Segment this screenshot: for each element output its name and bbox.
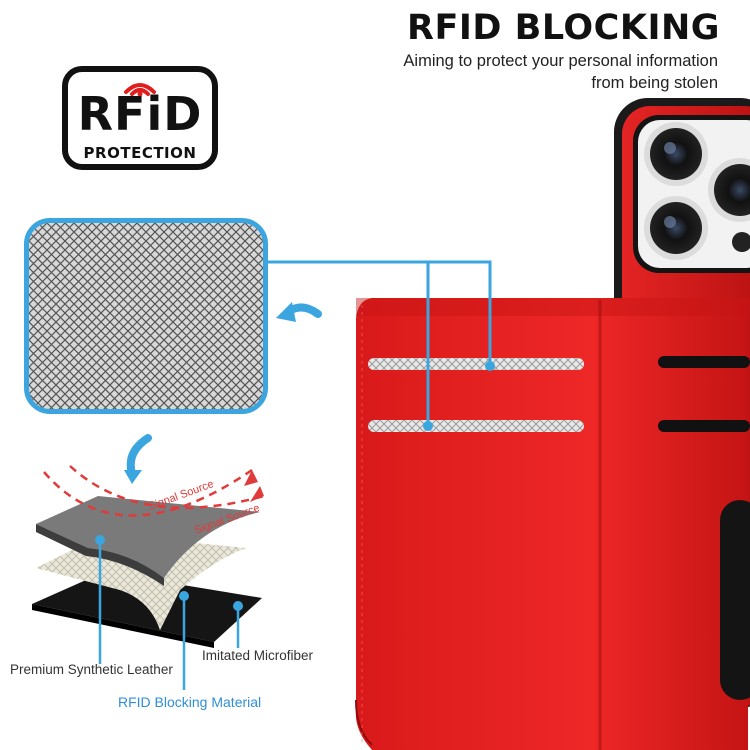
- leader-dot: [485, 361, 495, 371]
- camera-lens-icon: [714, 164, 750, 216]
- label-imitated-microfiber: Imitated Microfiber: [202, 648, 314, 663]
- signal-wave-icon: [124, 83, 156, 96]
- label-synthetic-leather: Premium Synthetic Leather: [10, 662, 173, 677]
- leader-dot: [423, 421, 433, 431]
- headline: RFID BLOCKING: [407, 8, 720, 48]
- camera-lens-icon: [650, 128, 702, 180]
- material-layers: [32, 465, 265, 690]
- leader-lines: [268, 260, 492, 426]
- badge-word: RFiD: [77, 87, 203, 141]
- label-rfid-blocking-material: RFID Blocking Material: [118, 694, 262, 710]
- subtitle-line-1: Aiming to protect your personal informat…: [403, 52, 718, 70]
- camera-lens-icon: [650, 202, 702, 254]
- rfid-mesh-card: [24, 218, 268, 414]
- signal-path: [43, 468, 253, 517]
- rfid-protection-badge: RFiD PROTECTION: [62, 66, 218, 170]
- badge-subtitle: PROTECTION: [83, 144, 197, 162]
- wallet: [355, 298, 750, 750]
- card-slot-mesh-bottom: [368, 420, 584, 432]
- magnetic-clasp: [720, 500, 750, 700]
- card-slot-right-top: [658, 356, 750, 368]
- curved-arrow-down-icon: [126, 434, 152, 478]
- signal-path: [69, 465, 265, 510]
- subtitle-line-2: from being stolen: [591, 74, 718, 92]
- card-slot-mesh-top: [368, 358, 584, 370]
- card-slot-right-bottom: [658, 420, 750, 432]
